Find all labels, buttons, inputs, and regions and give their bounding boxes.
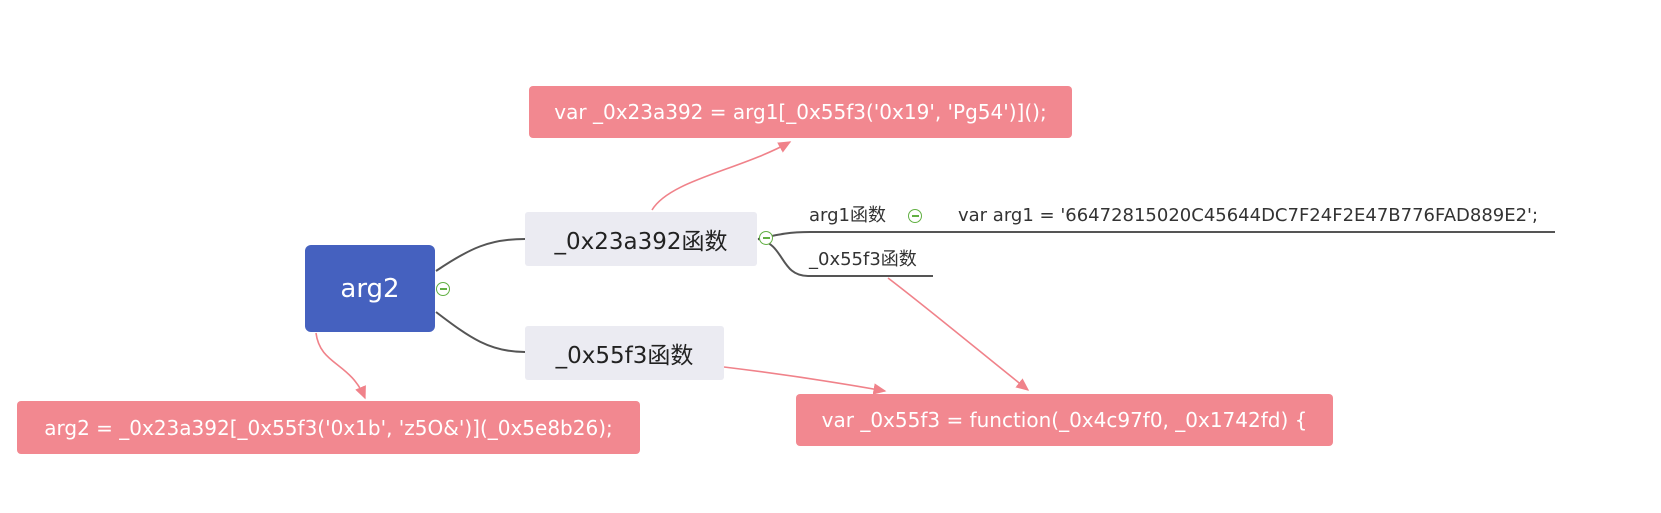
- subtopic-0x55f3-function[interactable]: _0x55f3函数: [809, 250, 917, 270]
- note-box-arg1-call[interactable]: var _0x23a392 = arg1[_0x55f3('0x19', 'Pg…: [529, 86, 1072, 138]
- topic-label: _0x55f3函数: [555, 343, 694, 369]
- relation-topic-2-to-note-3: [723, 366, 887, 395]
- note-label: arg2 = _0x23a392[_0x55f3('0x1b', 'z5O&')…: [44, 415, 613, 440]
- root-topic-label: arg2: [340, 273, 400, 304]
- relation-subtopic-2-to-note-3: [887, 277, 1030, 391]
- note-label: var _0x23a392 = arg1[_0x55f3('0x19', 'Pg…: [554, 100, 1047, 124]
- detail-arg1-value[interactable]: var arg1 = '66472815020C45644DC7F24F2E47…: [958, 206, 1538, 226]
- branch-topic-1-to-subtopic-1: [757, 231, 1555, 240]
- subtopic-label: arg1函数: [809, 205, 886, 226]
- relation-topic-1-to-note-1: [651, 141, 792, 211]
- minus-circle-icon[interactable]: [908, 209, 922, 223]
- note-label: var _0x55f3 = function(_0x4c97f0, _0x174…: [821, 408, 1308, 432]
- root-topic[interactable]: arg2: [305, 245, 435, 332]
- topic-0x23a392-function[interactable]: _0x23a392函数: [525, 212, 757, 266]
- note-box-0x55f3-function[interactable]: var _0x55f3 = function(_0x4c97f0, _0x174…: [796, 394, 1333, 446]
- minus-circle-icon[interactable]: [759, 231, 773, 245]
- branch-root-to-topic-1: [435, 238, 526, 272]
- topic-0x55f3-function[interactable]: _0x55f3函数: [525, 326, 724, 380]
- detail-label: var arg1 = '66472815020C45644DC7F24F2E47…: [958, 205, 1539, 226]
- relation-root-to-note-2: [315, 332, 366, 400]
- minus-circle-icon[interactable]: [436, 282, 450, 296]
- branch-root-to-topic-2: [435, 311, 526, 353]
- subtopic-arg1-function[interactable]: arg1函数: [809, 206, 886, 226]
- topic-label: _0x23a392函数: [554, 229, 728, 255]
- subtopic-label: _0x55f3函数: [809, 249, 917, 270]
- note-box-arg2-assignment[interactable]: arg2 = _0x23a392[_0x55f3('0x1b', 'z5O&')…: [17, 401, 640, 454]
